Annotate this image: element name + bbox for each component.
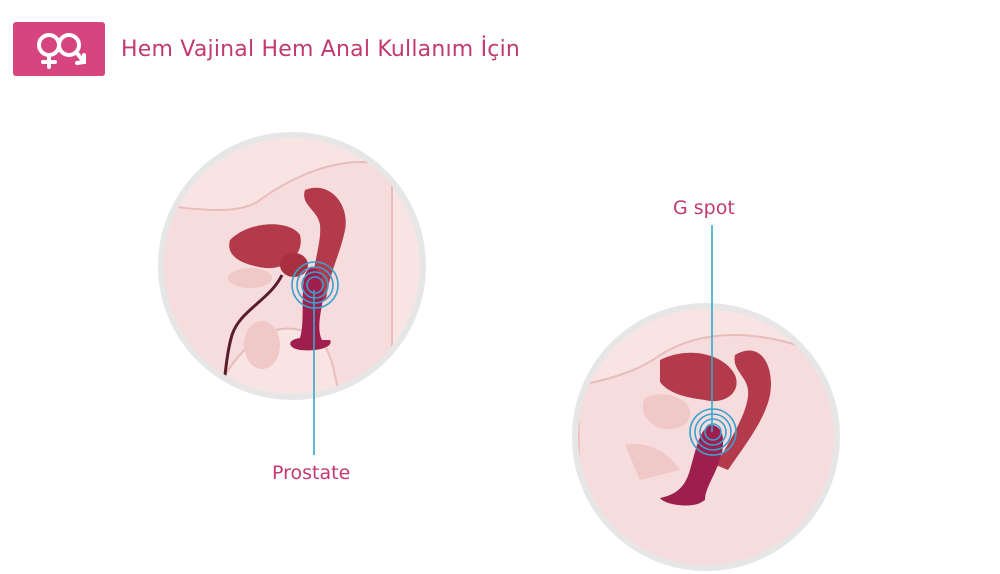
male-anatomy-diagram [158, 132, 426, 455]
gspot-label: G spot [673, 197, 735, 219]
male-prostate-shape [280, 253, 308, 277]
female-uterus [660, 352, 737, 402]
male-pubic-bone [228, 268, 272, 288]
female-vibration-waves [689, 408, 737, 456]
female-pubic-area [625, 444, 680, 480]
prostate-label: Prostate [272, 462, 351, 484]
female-toy [660, 425, 724, 506]
page-title: Hem Vajinal Hem Anal Kullanım İçin [121, 36, 521, 62]
female-bladder [642, 394, 691, 430]
male-vibration-waves [291, 261, 339, 309]
gender-symbols-icon [37, 33, 86, 69]
female-rectum [716, 350, 771, 470]
gender-badge [13, 22, 105, 76]
male-toy [290, 268, 331, 351]
male-testicle [244, 321, 280, 369]
male-bladder [229, 224, 301, 269]
female-anatomy-diagram [572, 225, 840, 571]
page-header: Hem Vajinal Hem Anal Kullanım İçin [13, 22, 520, 76]
